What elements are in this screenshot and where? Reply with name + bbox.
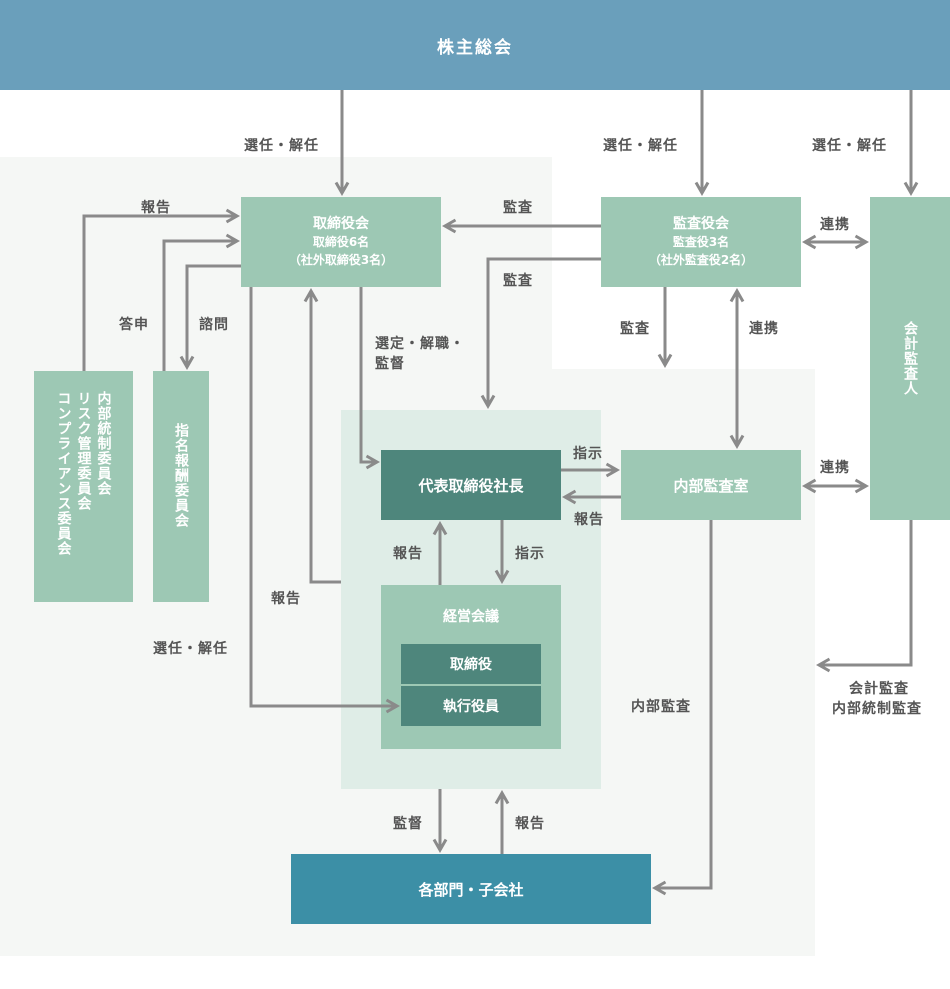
label-cooperate-ia-auditor: 連携: [820, 460, 850, 476]
label-report-ia: 報告: [574, 512, 604, 528]
council-officers-box: 執行役員: [401, 686, 541, 726]
board-outside-count: （社外取締役3名）: [288, 253, 394, 267]
audit-board-box: 監査役会 監査役3名 （社外監査役2名）: [601, 197, 801, 287]
label-instruct-ia: 指示: [573, 446, 603, 462]
arrow-board-president: [359, 287, 381, 470]
label-elect-council: 選任・解任: [153, 641, 228, 657]
label-supervise: 監督: [393, 816, 423, 832]
internal-audit-title: 内部監査室: [673, 476, 749, 495]
audit-board-count: 監査役3名: [672, 235, 730, 249]
risk-management-committee: リスク管理委員会: [75, 391, 92, 511]
label-appoint-line2: 監督: [375, 356, 405, 372]
label-instruct-council: 指示: [515, 546, 545, 562]
shareholders-meeting-header: 株主総会: [0, 0, 950, 90]
management-council-title: 経営会議: [443, 609, 499, 625]
committees-box: 内部統制委員会 リスク管理委員会 コンプライアンス委員会: [34, 371, 133, 602]
label-audit-board: 監査: [503, 200, 533, 216]
label-ext-audit-line2: 内部統制監査: [832, 701, 922, 717]
board-count: 取締役6名: [312, 235, 370, 249]
label-appoint-line1: 選定・解職・: [375, 336, 465, 352]
label-consult: 諮問: [199, 317, 229, 333]
arrow-report-board: [303, 287, 341, 584]
council-directors-label: 取締役: [450, 657, 492, 673]
departments-title: 各部門・子会社: [418, 880, 524, 899]
label-reply: 答申: [119, 317, 149, 333]
arrow-nomination-reply: [162, 233, 241, 371]
label-elect-board: 選任・解任: [244, 138, 319, 154]
compliance-committee: コンプライアンス委員会: [55, 391, 72, 556]
header-title: 株主総会: [437, 37, 513, 58]
label-internal-audit: 内部監査: [631, 699, 691, 715]
arrow-board-elect-council: [249, 287, 401, 714]
label-report-departments: 報告: [515, 816, 545, 832]
label-audit-execution: 監査: [503, 273, 533, 289]
arrow-audit-execution: [480, 257, 601, 410]
arrow-committee-report: [82, 208, 241, 371]
arrow-internal-audit-departments: [651, 520, 713, 896]
label-ext-audit-line1: 会計監査: [849, 681, 909, 697]
accounting-auditor-title: 会計監査人: [902, 321, 918, 396]
arrow-auditor-audit: [815, 520, 913, 673]
arrow-board-consult: [179, 264, 241, 371]
internal-control-committee: 内部統制委員会: [95, 391, 112, 496]
label-elect-audit-board: 選任・解任: [603, 138, 678, 154]
label-report-council: 報告: [393, 546, 423, 562]
audit-board-outside-count: （社外監査役2名）: [648, 253, 754, 267]
audit-board-title: 監査役会: [673, 216, 729, 232]
label-cooperate-audit-auditor: 連携: [820, 217, 850, 233]
nomination-committee-box: 指名報酬委員会: [153, 371, 209, 602]
council-officers-label: 執行役員: [443, 699, 499, 715]
president-box: 代表取締役社長: [381, 450, 561, 520]
board-title: 取締役会: [313, 216, 369, 232]
accounting-auditor-box: 会計監査人: [870, 197, 950, 520]
internal-audit-box: 内部監査室: [621, 450, 801, 520]
departments-box: 各部門・子会社: [291, 854, 651, 924]
president-title: 代表取締役社長: [418, 476, 524, 495]
label-report-board: 報告: [271, 591, 301, 607]
label-elect-auditor: 選任・解任: [812, 138, 887, 154]
label-cooperate-audit-ia: 連携: [749, 321, 779, 337]
label-audit-down: 監査: [620, 321, 650, 337]
nomination-committee-title: 指名報酬委員会: [173, 423, 189, 528]
council-directors-box: 取締役: [401, 644, 541, 684]
label-report-committees: 報告: [141, 200, 171, 216]
board-of-directors-box: 取締役会 取締役6名 （社外取締役3名）: [241, 197, 441, 287]
